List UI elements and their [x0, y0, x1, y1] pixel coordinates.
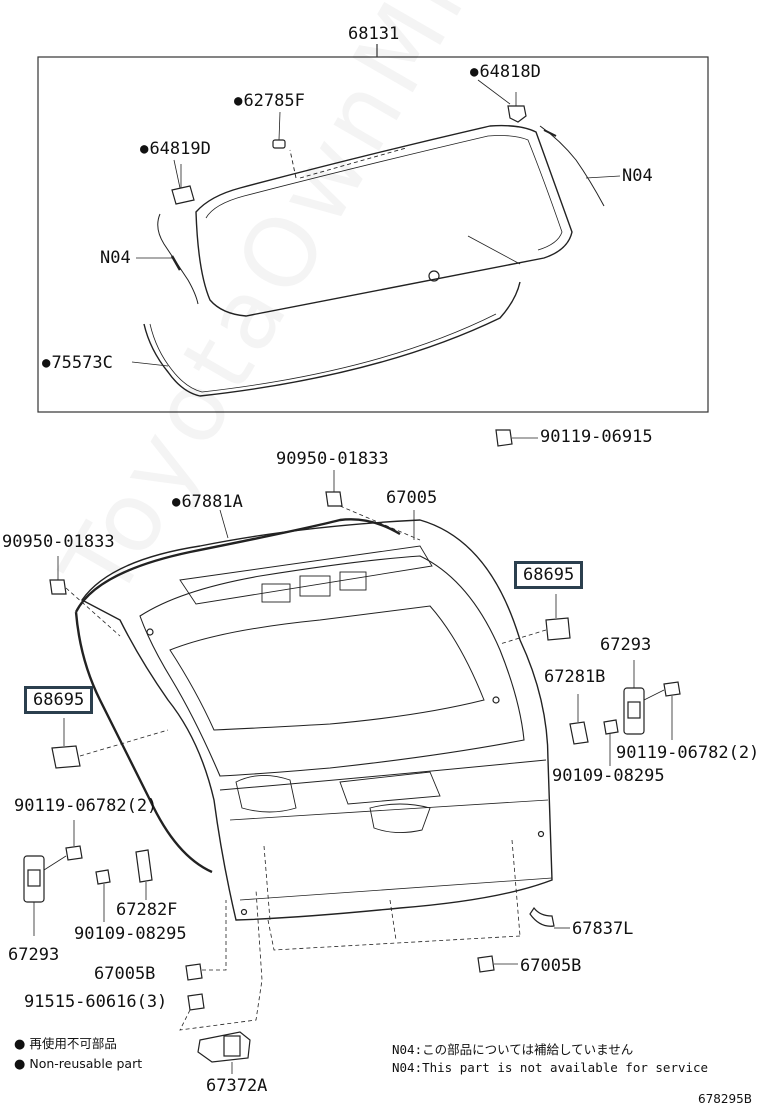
clip-67005B-left: [185, 900, 227, 981]
label-90119-06782-left[interactable]: 90119-06782(2): [14, 796, 158, 816]
stopper-68695-right: [499, 594, 571, 645]
bolt-91515-60616: [179, 889, 263, 1031]
legend-en: ●Non-reusable part: [14, 1056, 142, 1073]
legend-en-text: Non-reusable part: [29, 1056, 143, 1071]
label-67293-left[interactable]: 67293: [8, 945, 60, 965]
bolt-90119-06782-right: [643, 681, 681, 740]
label-68695-right[interactable]: 68695: [514, 561, 584, 589]
bracket-67282F: [135, 849, 153, 900]
bracket-67281B: [569, 694, 589, 745]
back-window-glass: [195, 124, 573, 317]
label-62785F[interactable]: 62785F: [234, 92, 304, 111]
hinge-67293-left: [23, 855, 45, 936]
label-67837L[interactable]: 67837L: [572, 919, 634, 939]
weatherstrip-75573C: [131, 281, 521, 397]
label-91515-60616[interactable]: 91515-60616(3): [24, 992, 168, 1012]
bolt-90119-06782-left: [43, 820, 83, 871]
screw-90109-08295-left: [95, 869, 111, 922]
label-90119-06782-right[interactable]: 90119-06782(2): [616, 743, 760, 763]
label-67281B[interactable]: 67281B: [544, 667, 606, 687]
clip-90950-01833-top: [325, 470, 421, 541]
clip-67005B-right: [477, 955, 518, 973]
bullet-icon: ●: [14, 1057, 26, 1072]
screw-90109-08295-right: [603, 719, 619, 766]
legend-jp: ●再使用不可部品: [14, 1036, 117, 1053]
legend-jp-text: 再使用不可部品: [29, 1036, 117, 1051]
wire-n04-right: [539, 125, 621, 207]
weatherstrip-67881A: [74, 518, 401, 874]
bolt-90119-06915: [495, 429, 538, 447]
label-90109-08295-left[interactable]: 90109-08295: [74, 924, 187, 944]
label-n04-right[interactable]: N04: [622, 166, 653, 186]
label-67005[interactable]: 67005: [386, 488, 438, 508]
cover-67837L: [529, 906, 570, 929]
label-90119-06915[interactable]: 90119-06915: [540, 427, 653, 447]
diagram-id: 678295B: [698, 1092, 753, 1106]
bullet-icon: ●: [14, 1037, 26, 1052]
note-jp: N04:この部品については補給していません: [392, 1042, 634, 1057]
clip-64818D: [507, 92, 527, 123]
label-68695-left[interactable]: 68695: [24, 686, 94, 714]
label-n04-left[interactable]: N04: [100, 248, 131, 268]
label-67005B-right[interactable]: 67005B: [520, 956, 582, 976]
label-67282F[interactable]: 67282F: [116, 900, 178, 920]
label-67005B-left[interactable]: 67005B: [94, 964, 156, 984]
glass-assembly-frame: [37, 56, 709, 413]
label-68131[interactable]: 68131: [348, 24, 400, 44]
label-90950-01833-left[interactable]: 90950-01833: [2, 532, 115, 552]
clip-64819D: [171, 164, 195, 205]
hinge-67293-right: [623, 660, 645, 735]
label-90950-01833-top[interactable]: 90950-01833: [276, 449, 389, 469]
label-67372A[interactable]: 67372A: [206, 1076, 268, 1096]
label-75573C[interactable]: 75573C: [42, 354, 112, 373]
label-90109-08295-right[interactable]: 90109-08295: [552, 766, 665, 786]
label-64819D[interactable]: 64819D: [140, 140, 210, 159]
bracket-67372A: [197, 1031, 251, 1074]
clip-90950-01833-left: [49, 556, 121, 637]
wire-n04-left: [136, 213, 199, 305]
note-en: N04:This part is not available for servi…: [392, 1060, 709, 1075]
label-64818D[interactable]: 64818D: [470, 63, 540, 82]
label-67293-right[interactable]: 67293: [600, 635, 652, 655]
label-67881A[interactable]: 67881A: [172, 493, 242, 512]
stopper-68695-left: [51, 718, 169, 769]
